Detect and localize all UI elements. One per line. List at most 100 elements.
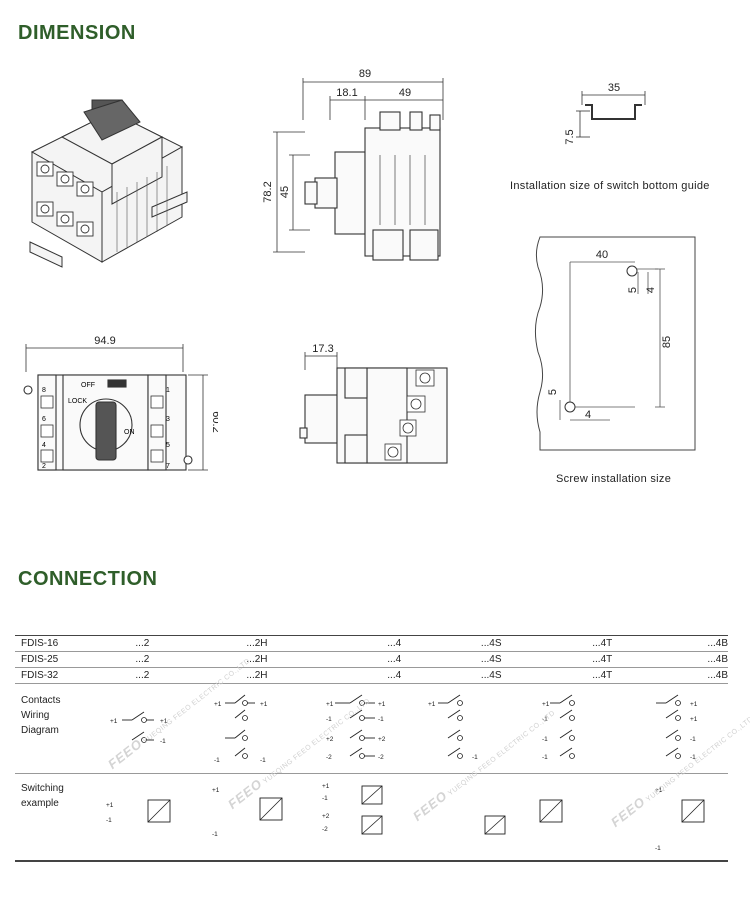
polarity-label: +1 — [214, 701, 222, 708]
table-divider — [15, 860, 728, 862]
table-cell: ...4B — [685, 667, 728, 684]
dim-side-height: 78.2 — [262, 181, 274, 202]
label-terminal-4: 4 — [42, 442, 46, 449]
dim-screw-v-spacing: 85 — [661, 336, 673, 348]
polarity-label: -2 — [326, 754, 332, 761]
polarity-label: -1 — [214, 757, 220, 764]
polarity-label: +1 — [212, 787, 220, 794]
dim-screw-top-b: 4 — [645, 287, 657, 293]
dim-screw-top-a: 5 — [627, 287, 639, 293]
rail-caption: Installation size of switch bottom guide — [510, 180, 710, 192]
polarity-label: -1 — [655, 845, 661, 852]
table-cell: ...4 — [347, 667, 461, 684]
dim-rail-width: 35 — [608, 82, 620, 94]
dim-screw-bot-a: 5 — [547, 389, 559, 395]
polarity-label: +1 — [690, 716, 698, 723]
polarity-label: -1 — [160, 738, 166, 745]
polarity-label: -1 — [378, 716, 384, 723]
table-row: FDIS-32 ...2 ...2H ...4 ...4S ...4T ...4… — [15, 667, 728, 684]
model-name: FDIS-32 — [15, 667, 114, 684]
wiring-diagrams: +1 +1 -1 +1 +1 -1 -1 +1 -1 +2 -2 +1 -1 +… — [106, 694, 705, 852]
label-on: ON — [124, 429, 135, 436]
table-cell: ...4B — [685, 635, 728, 652]
table-row: FDIS-25 ...2 ...2H ...4 ...4S ...4T ...4… — [15, 651, 728, 668]
model-name: FDIS-25 — [15, 651, 114, 668]
bottom-view-drawing: 17.3 — [299, 343, 448, 464]
polarity-label: +1 — [106, 802, 114, 809]
polarity-label: -2 — [322, 826, 328, 833]
switching-example-label: Switching example — [21, 781, 64, 811]
label-off: OFF — [81, 382, 95, 389]
model-table: FDIS-16 ...2 ...2H ...4 ...4S ...4T ...4… — [15, 635, 728, 684]
polarity-label: -1 — [322, 795, 328, 802]
table-cell: ...4S — [460, 635, 571, 652]
polarity-label: -1 — [326, 716, 332, 723]
polarity-label: +1 — [326, 701, 334, 708]
table-cell: ...4T — [570, 651, 686, 668]
dim-side-body: 49 — [399, 87, 411, 99]
polarity-label: -2 — [378, 754, 384, 761]
table-row: FDIS-16 ...2 ...2H ...4 ...4S ...4T ...4… — [15, 635, 728, 652]
polarity-label: -1 — [212, 831, 218, 838]
dim-screw-h-spacing: 40 — [596, 249, 608, 261]
polarity-label: -1 — [106, 817, 112, 824]
polarity-label: +1 — [160, 718, 168, 725]
table-cell: ...4S — [460, 667, 571, 684]
front-view-drawing: OFF LOCK ON 8 6 4 2 1 3 5 7 94.9 60.2 — [23, 335, 218, 471]
polarity-label: +1 — [322, 783, 330, 790]
table-cell: ...4 — [347, 635, 461, 652]
contacts-wiring-label: Contacts Wiring Diagram — [21, 693, 60, 738]
table-cell: ...4T — [570, 667, 686, 684]
label-terminal-7: 7 — [166, 463, 170, 470]
dim-screw-bot-b: 4 — [585, 409, 591, 421]
polarity-label: -1 — [690, 754, 696, 761]
polarity-label: +2 — [378, 736, 386, 743]
model-name: FDIS-16 — [15, 635, 114, 652]
polarity-label: -1 — [542, 754, 548, 761]
table-cell: ...2H — [226, 651, 348, 668]
polarity-label: +1 — [378, 701, 386, 708]
screw-install-drawing: 40 85 5 4 5 4 — [534, 236, 696, 451]
dim-side-knob-height: 45 — [279, 186, 291, 198]
table-cell: ...2 — [113, 635, 227, 652]
dim-front-height: 60.2 — [210, 411, 218, 432]
polarity-label: -1 — [542, 716, 548, 723]
polarity-label: +2 — [326, 736, 334, 743]
polarity-label: -1 — [542, 736, 548, 743]
polarity-label: +1 — [260, 701, 268, 708]
polarity-label: -1 — [472, 754, 478, 761]
polarity-label: +1 — [542, 701, 550, 708]
din-rail-drawing: 35 7.5 — [564, 82, 646, 145]
dimension-title: DIMENSION — [18, 22, 136, 44]
dim-bottom-depth: 17.3 — [312, 343, 333, 355]
screw-caption: Screw installation size — [556, 473, 672, 485]
polarity-label: +1 — [690, 701, 698, 708]
polarity-label: +1 — [428, 701, 436, 708]
table-cell: ...4S — [460, 651, 571, 668]
label-terminal-6: 6 — [42, 416, 46, 423]
table-cell: ...4 — [347, 651, 461, 668]
table-cell: ...2 — [113, 651, 227, 668]
dim-side-width: 89 — [359, 68, 371, 80]
label-terminal-3: 3 — [166, 416, 170, 423]
polarity-label: +2 — [322, 813, 330, 820]
label-terminal-5: 5 — [166, 442, 170, 449]
polarity-label: +1 — [110, 718, 118, 725]
table-cell: ...2H — [226, 667, 348, 684]
product-iso-drawing — [29, 99, 188, 268]
table-cell: ...4T — [570, 635, 686, 652]
dim-rail-height: 7.5 — [564, 129, 576, 144]
table-divider — [15, 773, 728, 774]
contacts-wiring-text: Contacts Wiring Diagram — [21, 695, 61, 736]
label-terminal-1: 1 — [166, 387, 170, 394]
label-terminal-8: 8 — [42, 387, 46, 394]
table-cell: ...2 — [113, 667, 227, 684]
table-cell: ...4B — [685, 651, 728, 668]
switching-example-text: Switching example — [21, 783, 64, 809]
dim-front-width: 94.9 — [94, 335, 115, 347]
polarity-label: -1 — [690, 736, 696, 743]
table-cell: ...2H — [226, 635, 348, 652]
polarity-label: -1 — [260, 757, 266, 764]
dim-side-offset: 18.1 — [336, 87, 357, 99]
polarity-label: +1 — [655, 787, 663, 794]
